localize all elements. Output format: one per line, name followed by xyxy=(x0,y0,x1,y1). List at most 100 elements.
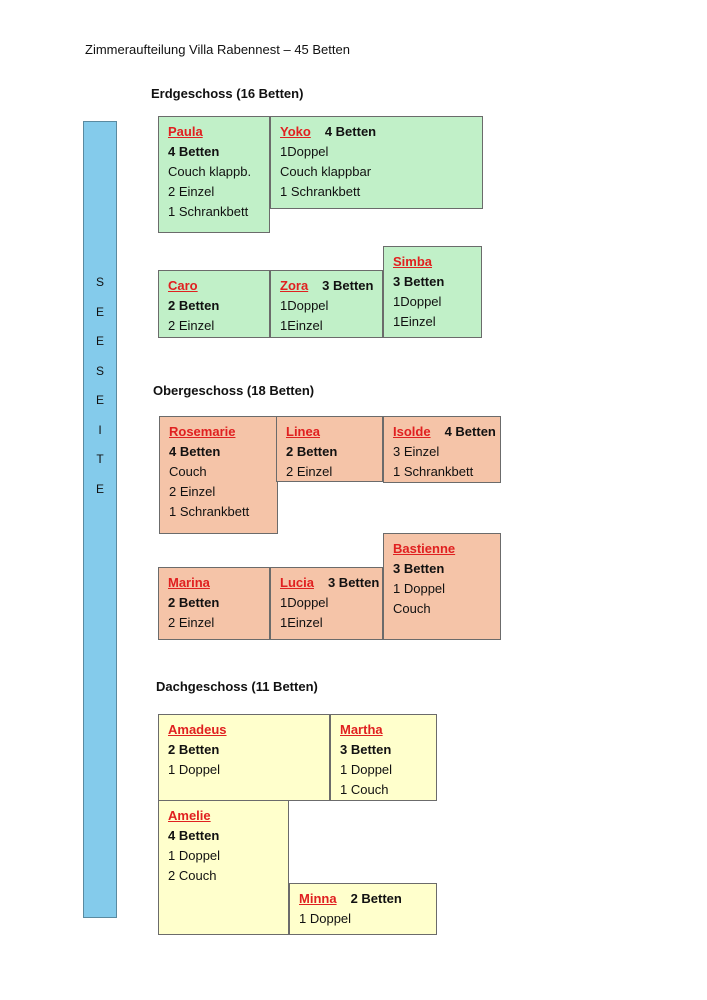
bed-item: 1 Couch xyxy=(340,782,389,797)
seeseite-letter: E xyxy=(95,334,104,348)
room-header: Zora 3 Betten xyxy=(280,276,382,296)
room-name: Linea xyxy=(286,424,320,439)
room-header: Amelie xyxy=(168,806,288,826)
bed-item: 1 Schrankbett xyxy=(169,504,250,519)
bed-item: 1Einzel xyxy=(280,615,323,630)
bed-count: 3 Betten xyxy=(327,575,380,590)
room-header: Linea xyxy=(286,422,382,442)
room-name: Martha xyxy=(340,722,383,737)
bed-item: Couch klappb. xyxy=(168,164,252,179)
room-name: Rosemarie xyxy=(169,424,236,439)
room-minna: Minna 2 Betten 1 Doppel xyxy=(289,883,437,935)
bed-count: 4 Betten xyxy=(324,124,377,139)
seeseite-letter: E xyxy=(95,304,104,319)
bed-item: 2 Einzel xyxy=(168,184,215,199)
room-isolde: Isolde 4 Betten 3 Einzel 1 Schrankbett xyxy=(383,416,501,483)
seeseite-letter: S xyxy=(95,363,104,378)
bed-item: 2 Einzel xyxy=(169,484,216,499)
bed-item: 1Einzel xyxy=(393,314,436,329)
bed-count: 2 Betten xyxy=(286,444,338,459)
bed-item: 3 Einzel xyxy=(393,444,440,459)
room-header: Yoko 4 Betten xyxy=(280,122,482,142)
bed-count: 3 Betten xyxy=(322,278,374,293)
room-marina: Marina 2 Betten 2 Einzel xyxy=(158,567,270,640)
room-amadeus: Amadeus 2 Betten 1 Doppel xyxy=(158,714,330,801)
bed-item: 1 Schrankbett xyxy=(393,464,474,479)
bed-count: 3 Betten xyxy=(340,742,392,757)
bed-item: 1 Schrankbett xyxy=(168,204,249,219)
room-simba: Simba 3 Betten 1Doppel 1Einzel xyxy=(383,246,482,338)
bed-item: 1Doppel xyxy=(280,298,329,313)
bed-item: 1 Doppel xyxy=(299,911,352,926)
bed-item: 1Doppel xyxy=(280,595,329,610)
room-header: Caro xyxy=(168,276,269,296)
bed-item: Couch klappbar xyxy=(280,164,372,179)
bed-item: 1 Doppel xyxy=(168,762,221,777)
room-name: Lucia xyxy=(280,575,314,590)
bed-item: 2 Couch xyxy=(168,868,217,883)
seeseite-letter: E xyxy=(95,481,104,496)
bed-count: 3 Betten xyxy=(393,274,445,289)
room-header: Minna 2 Betten xyxy=(299,889,436,909)
room-header: Paula xyxy=(168,122,269,142)
room-linea: Linea 2 Betten 2 Einzel xyxy=(276,416,383,482)
bed-count: 2 Betten xyxy=(168,595,220,610)
seeseite-letter: T xyxy=(96,452,104,466)
bed-item: 2 Einzel xyxy=(168,615,215,630)
bed-item: 1Doppel xyxy=(280,144,329,159)
room-header: Amadeus xyxy=(168,720,329,740)
room-name: Yoko xyxy=(280,124,311,139)
room-name: Minna xyxy=(299,891,337,906)
bed-count: 4 Betten xyxy=(169,444,221,459)
room-name: Caro xyxy=(168,278,198,293)
bed-item: 1 Doppel xyxy=(393,581,446,596)
room-name: Marina xyxy=(168,575,210,590)
floor-heading-obergeschoss: Obergeschoss (18 Betten) xyxy=(153,383,315,398)
room-header: Rosemarie xyxy=(169,422,277,442)
room-name: Paula xyxy=(168,124,203,139)
document-title: Zimmeraufteilung Villa Rabennest – 45 Be… xyxy=(85,42,350,57)
bed-item: 1 Doppel xyxy=(168,848,221,863)
room-header: Bastienne xyxy=(393,539,500,559)
bed-item: 2 Einzel xyxy=(286,464,333,479)
floor-heading-erdgeschoss: Erdgeschoss (16 Betten) xyxy=(151,86,304,101)
room-name: Isolde xyxy=(393,424,431,439)
bed-count: 4 Betten xyxy=(444,424,496,439)
bed-count: 4 Betten xyxy=(168,828,220,843)
bed-count: 2 Betten xyxy=(168,298,220,313)
seeseite-letter: I xyxy=(98,422,102,437)
room-header: Simba xyxy=(393,252,481,272)
bed-count: 2 Betten xyxy=(168,742,220,757)
room-name: Zora xyxy=(280,278,309,293)
room-header: Lucia 3 Betten xyxy=(280,573,382,593)
room-name: Amelie xyxy=(168,808,211,823)
seeseite-bar: S E E S E I T E xyxy=(83,121,117,918)
room-lucia: Lucia 3 Betten 1Doppel 1Einzel xyxy=(270,567,383,640)
seeseite-letter: S xyxy=(95,275,104,289)
room-caro: Caro 2 Betten 2 Einzel xyxy=(158,270,270,338)
bed-count: 2 Betten xyxy=(350,891,402,906)
bed-item: 1Doppel xyxy=(393,294,442,309)
bed-item: 1 Schrankbett xyxy=(280,184,361,199)
room-zora: Zora 3 Betten 1Doppel 1Einzel xyxy=(270,270,383,338)
bed-item: 2 Einzel xyxy=(168,318,215,333)
room-header: Martha xyxy=(340,720,436,740)
bed-item: 1 Doppel xyxy=(340,762,393,777)
floor-heading-dachgeschoss: Dachgeschoss (11 Betten) xyxy=(156,679,318,694)
seeseite-letter: E xyxy=(95,393,104,407)
bed-item: Couch xyxy=(169,464,207,479)
bed-item: 1Einzel xyxy=(280,318,323,333)
bed-item: Couch xyxy=(393,601,431,616)
room-name: Bastienne xyxy=(393,541,456,556)
room-name: Amadeus xyxy=(168,722,227,737)
bed-count: 4 Betten xyxy=(168,144,220,159)
bed-count: 3 Betten xyxy=(393,561,445,576)
room-header: Isolde 4 Betten xyxy=(393,422,500,442)
room-amelie: Amelie 4 Betten 1 Doppel 2 Couch xyxy=(158,800,289,935)
room-martha: Martha 3 Betten 1 Doppel 1 Couch xyxy=(330,714,437,801)
